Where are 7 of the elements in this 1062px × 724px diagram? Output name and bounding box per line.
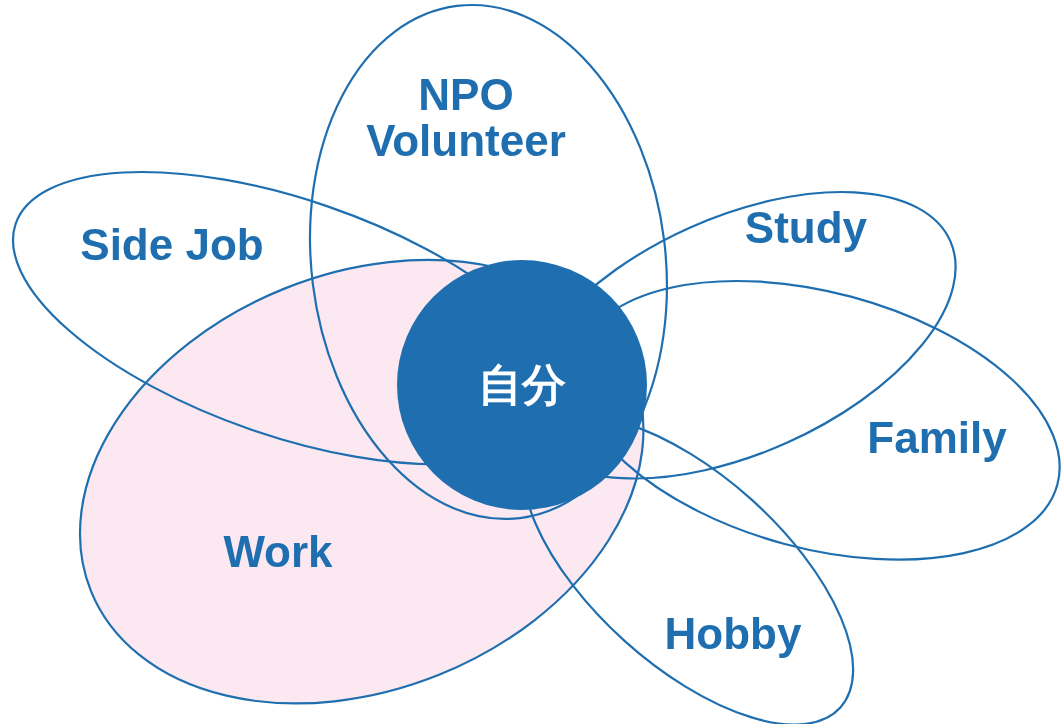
category-label: Study bbox=[744, 204, 868, 252]
category-label: Hobby bbox=[664, 610, 802, 658]
category-label: Side Job bbox=[80, 221, 264, 269]
category-label: Work bbox=[223, 528, 333, 576]
category-label: Family bbox=[867, 414, 1007, 462]
center-label: 自分 bbox=[478, 361, 566, 409]
category-label: NPO Volunteer bbox=[365, 71, 567, 165]
